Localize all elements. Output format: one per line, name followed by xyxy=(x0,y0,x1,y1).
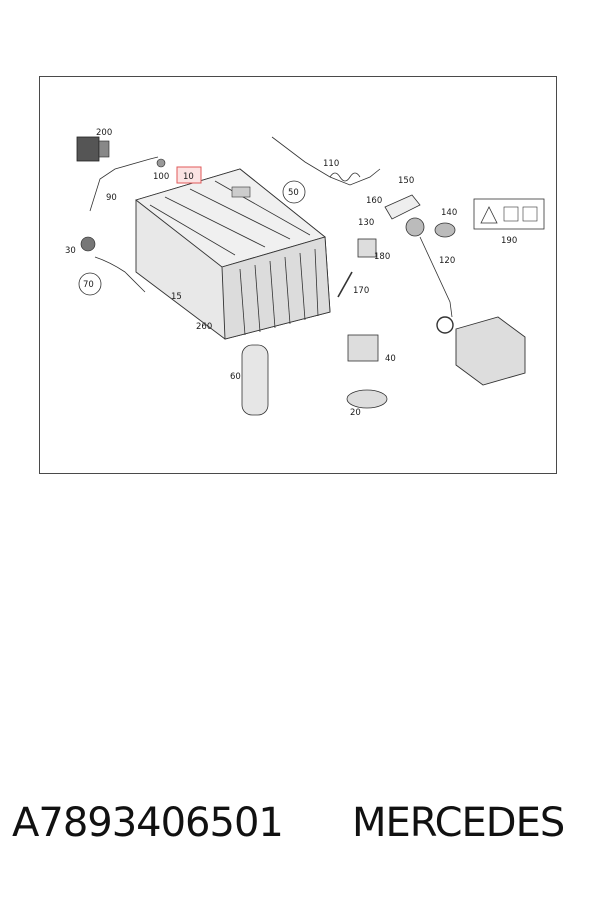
callout-70: 70 xyxy=(83,280,94,290)
callout-150: 150 xyxy=(398,176,414,186)
callout-circle-70 xyxy=(78,272,102,296)
sensor-module xyxy=(76,136,110,162)
cap xyxy=(434,222,456,238)
callout-90: 90 xyxy=(106,193,117,203)
brand-name: MERCEDES xyxy=(352,800,565,846)
callout-110: 110 xyxy=(323,159,339,169)
callout-10: 10 xyxy=(183,172,194,182)
callout-15: 15 xyxy=(171,292,182,302)
callout-20: 20 xyxy=(350,408,361,418)
callout-120: 120 xyxy=(439,256,455,266)
callout-200: 200 xyxy=(96,128,112,138)
nut xyxy=(156,158,166,168)
coolant-hose xyxy=(80,236,146,293)
part-number: A7893406501 xyxy=(12,800,284,846)
mount xyxy=(357,238,377,258)
callout-170: 170 xyxy=(353,286,369,296)
exploded-view: 200 100 10 90 30 70 15 260 60 20 40 50 1… xyxy=(65,128,545,418)
high-voltage-cable xyxy=(271,136,381,186)
battery-housing xyxy=(135,168,331,340)
callout-190: 190 xyxy=(501,236,517,246)
parts-diagram: 200 100 10 90 30 70 15 260 60 20 40 50 1… xyxy=(39,76,557,474)
callout-circle-50 xyxy=(282,180,306,204)
callout-40: 40 xyxy=(385,354,396,364)
highlight-box-10 xyxy=(176,166,202,184)
strut xyxy=(337,271,353,298)
callout-140: 140 xyxy=(441,208,457,218)
cover-tube xyxy=(241,344,269,416)
callout-260: 260 xyxy=(196,322,212,332)
footer: A7893406501 MERCEDES xyxy=(0,800,600,860)
control-unit xyxy=(455,316,526,386)
connector xyxy=(347,334,379,362)
bracket xyxy=(384,194,421,220)
callout-160: 160 xyxy=(366,196,382,206)
plug-120 xyxy=(405,217,425,237)
callout-60: 60 xyxy=(230,372,241,382)
cable-120 xyxy=(419,236,453,318)
warning-label xyxy=(473,198,545,230)
coolant-pipe xyxy=(89,156,159,212)
callout-50: 50 xyxy=(288,188,299,198)
callout-130: 130 xyxy=(358,218,374,228)
callout-180: 180 xyxy=(374,252,390,262)
callout-100: 100 xyxy=(153,172,169,182)
callout-30: 30 xyxy=(65,246,76,256)
gasket xyxy=(346,389,388,409)
